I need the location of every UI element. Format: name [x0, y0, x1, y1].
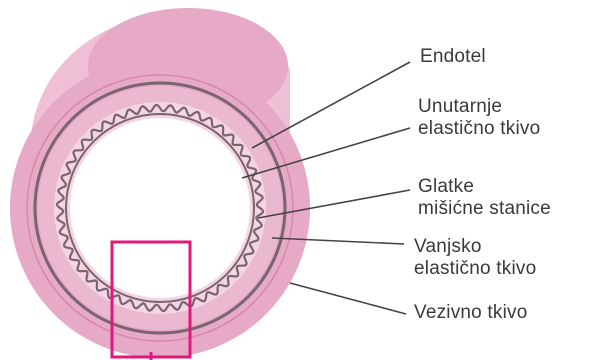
- label-glatke-line1: Glatke: [418, 176, 551, 198]
- label-glatke-line2: mišićne stanice: [418, 198, 551, 220]
- label-vanjsko-line1: Vanjsko: [414, 236, 536, 258]
- label-unutarnje-line1: Unutarnje: [418, 96, 540, 118]
- label-vanjsko-line2: elastično tkivo: [414, 258, 536, 280]
- label-vezivno-line1: Vezivno tkivo: [414, 302, 528, 324]
- label-vanjsko-elasticno-tkivo: Vanjsko elastično tkivo: [414, 236, 536, 280]
- label-vezivno-tkivo: Vezivno tkivo: [414, 302, 528, 324]
- label-unutarnje-line2: elastično tkivo: [418, 118, 540, 140]
- label-glatke-misicne-stanice: Glatke mišićne stanice: [418, 176, 551, 220]
- label-endotel: Endotel: [420, 46, 486, 68]
- label-endotel-line1: Endotel: [420, 46, 486, 68]
- leader-vezivno: [290, 283, 406, 314]
- label-unutarnje-elasticno-tkivo: Unutarnje elastično tkivo: [418, 96, 540, 140]
- lumen: [70, 118, 250, 298]
